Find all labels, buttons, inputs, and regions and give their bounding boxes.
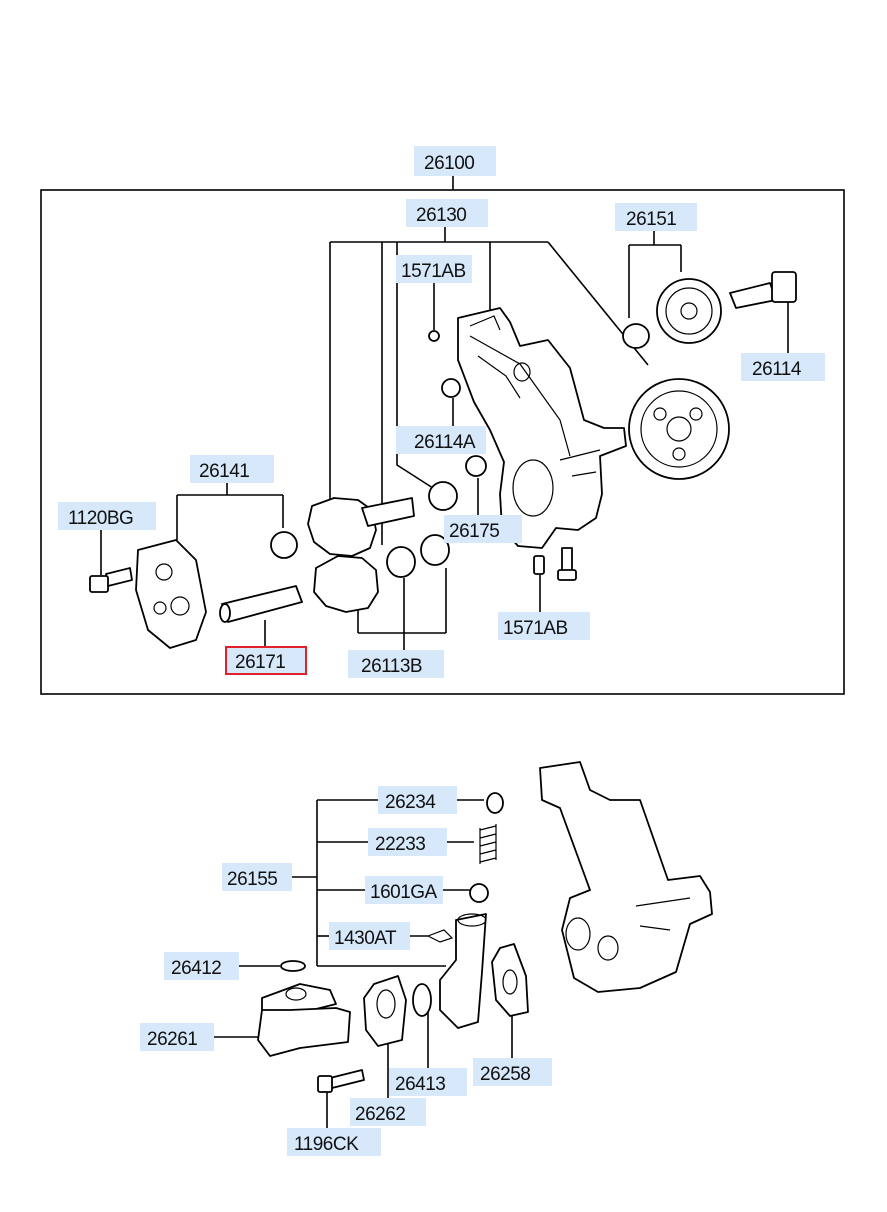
shaft-26171: [219, 585, 303, 623]
bushings-26113B: [386, 534, 450, 578]
cap-26234: [486, 792, 504, 814]
callout-26175[interactable]: 26175: [444, 515, 522, 543]
bushing-26175: [465, 455, 487, 477]
callout-1571AB-bottom[interactable]: 1571AB: [498, 612, 590, 640]
callout-26151[interactable]: 26151: [615, 203, 697, 231]
callout-26413[interactable]: 26413: [389, 1068, 467, 1096]
callout-26113B[interactable]: 26113B: [348, 650, 444, 678]
bushing-26141: [270, 531, 298, 559]
callout-1120BG[interactable]: 1120BG: [58, 502, 156, 530]
callout-26100[interactable]: 26100: [414, 146, 496, 176]
lower-rotor-gear: [313, 555, 379, 613]
pump-cover-plate: [135, 539, 207, 649]
pin-1571AB-bottom: [533, 555, 545, 575]
bolt-1196CK: [317, 1069, 365, 1093]
callout-26258[interactable]: 26258: [473, 1058, 552, 1086]
callout-1196CK[interactable]: 1196CK: [287, 1128, 381, 1156]
callout-26141[interactable]: 26141: [190, 455, 274, 483]
relief-valve-housing: [439, 913, 487, 1029]
assembly-frame-26100: [40, 189, 845, 695]
oring-26413: [412, 983, 432, 1017]
spring-22233: [479, 824, 497, 864]
leader-lines-bottom: [214, 799, 513, 1128]
callout-26171[interactable]: 26171: [225, 646, 307, 675]
callout-26234[interactable]: 26234: [378, 786, 457, 814]
flange-26262: [363, 975, 407, 1047]
callout-1601GA[interactable]: 1601GA: [365, 876, 443, 904]
pin-1430AT: [426, 929, 454, 943]
pump-housing-26130: [457, 307, 627, 549]
pump-housing-bolt: [557, 547, 577, 581]
callout-22233[interactable]: 22233: [368, 828, 447, 856]
oring-26412: [280, 960, 306, 972]
callout-26262[interactable]: 26262: [350, 1098, 426, 1126]
callout-26130[interactable]: 26130: [406, 199, 488, 227]
bushing-upper: [428, 481, 458, 511]
callout-1430AT[interactable]: 1430AT: [329, 922, 410, 950]
callout-1571AB-top[interactable]: 1571AB: [396, 255, 472, 283]
callout-26114[interactable]: 26114: [741, 353, 825, 381]
gear-shaft-26114: [729, 271, 797, 309]
highlight-box-26171: [225, 646, 307, 675]
callout-26261[interactable]: 26261: [140, 1023, 214, 1051]
strainer-26261: [257, 983, 351, 1057]
callout-26155[interactable]: 26155: [222, 863, 292, 891]
ball-1601GA: [469, 883, 489, 903]
callout-26412[interactable]: 26412: [164, 952, 239, 980]
leader-lines-top: [100, 176, 789, 650]
upper-rotor-gear: [307, 497, 415, 557]
bushing-26151: [622, 323, 650, 349]
bolt-1120BG: [89, 567, 133, 593]
pin-1571AB-top: [428, 330, 440, 342]
gasket-26258: [491, 943, 529, 1017]
engine-block-bracket: [539, 761, 713, 993]
nut-26114A: [441, 378, 461, 398]
large-drive-gear: [628, 378, 730, 480]
small-drive-gear: [656, 278, 722, 344]
callout-26114A[interactable]: 26114A: [396, 426, 486, 454]
